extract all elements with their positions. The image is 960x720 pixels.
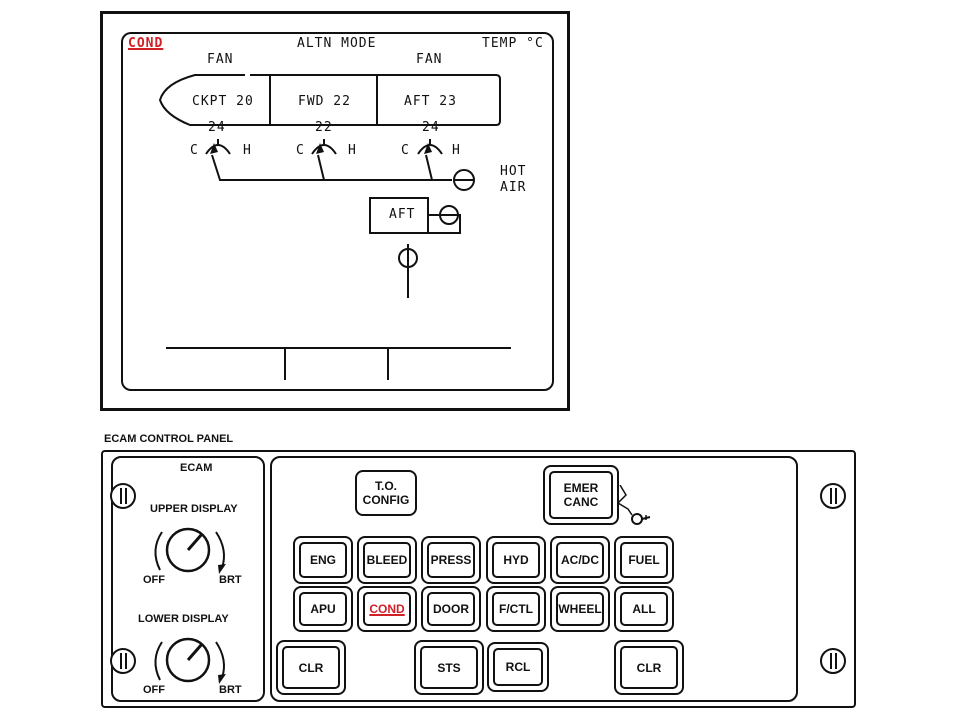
fan-left-label: FAN [207,52,234,67]
to-config-button[interactable]: T.O. CONFIG [355,470,417,516]
ckpt-gauge-arc [205,144,231,155]
upper-off-label: OFF [143,574,165,586]
upper-display-label: UPPER DISPLAY [150,503,238,515]
cabin-zone-outline [158,74,501,126]
emer-canc-button[interactable]: EMER CANC [543,465,619,525]
panel-screw-icon [820,648,846,674]
eng-page-button[interactable]: ENG [293,536,353,584]
zone-ckpt-temp: CKPT 20 [192,94,254,109]
sts-button[interactable]: STS [414,640,484,695]
zone-aft-temp: AFT 23 [404,94,457,109]
zone-fwd-temp: FWD 22 [298,94,351,109]
fwd-gauge-arc [311,144,337,155]
clr-right-button[interactable]: CLR [614,640,684,695]
hot-air-duct [211,154,452,181]
upper-brt-label: BRT [219,574,242,586]
clr-left-button[interactable]: CLR [276,640,346,695]
fctl-page-button[interactable]: F/CTL [486,586,546,632]
lower-off-label: OFF [143,684,165,696]
guard-lockwire-icon [616,485,651,525]
hyd-page-button[interactable]: HYD [486,536,546,584]
aft-box-label: AFT [389,207,416,222]
panel-screw-icon [820,483,846,509]
aft-cold-label: C [401,143,410,158]
fan-right-label: FAN [416,52,443,67]
ecam-control-panel [101,450,856,708]
ckpt-hot-label: H [243,143,252,158]
press-page-button[interactable]: PRESS [421,536,481,584]
temp-unit-label: TEMP °C [482,36,544,51]
aft-selected-temp: 24 [422,120,440,135]
control-panel-title: ECAM CONTROL PANEL [104,433,234,445]
bleed-page-button[interactable]: BLEED [357,536,417,584]
hot-air-label-1: HOT [500,164,527,179]
acdc-page-button[interactable]: AC/DC [550,536,610,584]
apu-page-button[interactable]: APU [293,586,353,632]
ecam-display-frame [100,11,570,411]
fwd-hot-label: H [348,143,357,158]
fwd-selected-temp: 22 [315,120,333,135]
ckpt-selected-temp: 24 [208,120,226,135]
system-keys-section [270,456,798,702]
altn-mode-label: ALTN MODE [297,36,377,51]
ckpt-cold-label: C [190,143,199,158]
aft-hot-label: H [452,143,461,158]
display-brightness-section [111,456,265,702]
fuel-page-button[interactable]: FUEL [614,536,674,584]
door-page-button[interactable]: DOOR [421,586,481,632]
all-pages-button[interactable]: ALL [614,586,674,632]
fwd-cold-label: C [296,143,305,158]
lower-brt-label: BRT [219,684,242,696]
upper-display-knob[interactable] [140,520,240,580]
page-title-cond: COND [128,36,164,51]
ecam-label: ECAM [180,462,213,474]
lower-display-knob[interactable] [140,630,240,690]
wheel-page-button[interactable]: WHEEL [550,586,610,632]
panel-screw-icon [110,483,136,509]
panel-screw-icon [110,648,136,674]
cond-page-button[interactable]: COND [357,586,417,632]
rcl-button[interactable]: RCL [487,642,549,692]
hot-air-label-2: AIR [500,180,527,195]
ecam-display-screen [121,32,554,391]
lower-display-label: LOWER DISPLAY [138,613,229,625]
